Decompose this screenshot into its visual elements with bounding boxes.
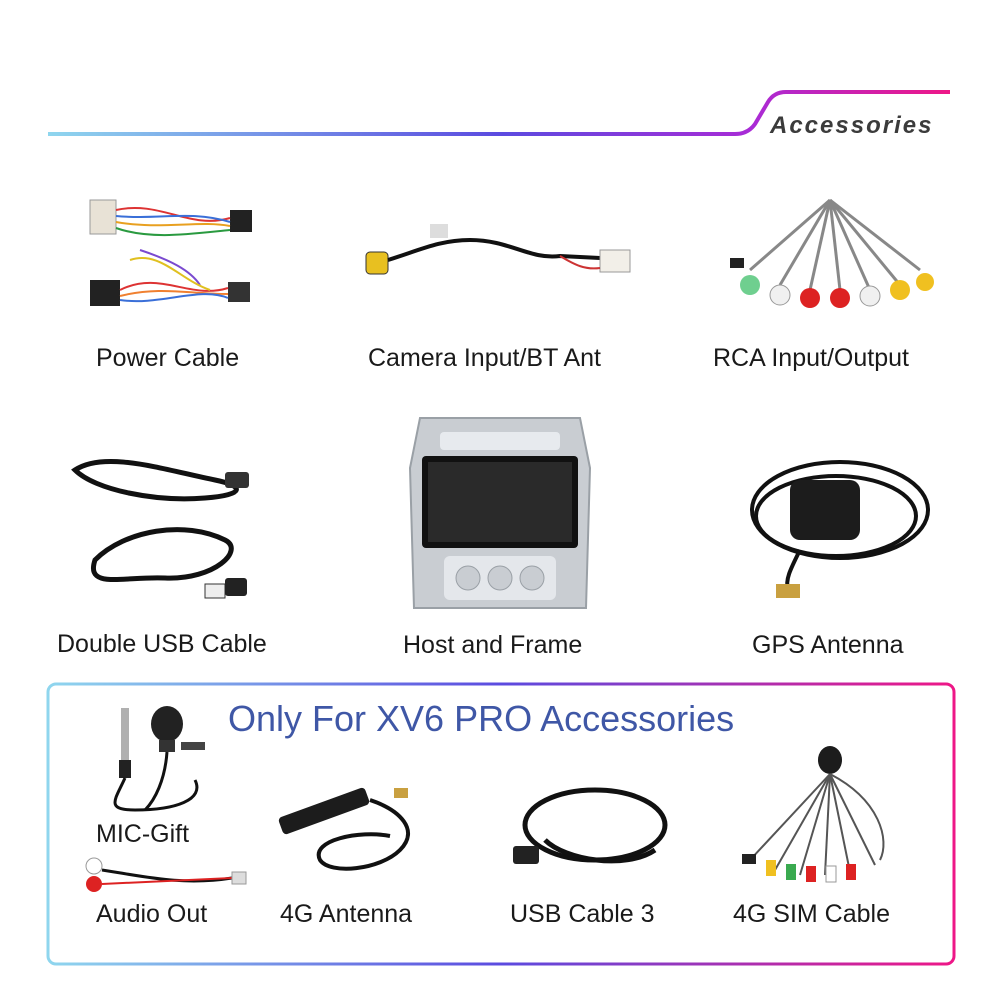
page-title: Accessories <box>770 112 934 139</box>
4g-antenna-image <box>278 787 411 871</box>
usb-cable-3-label: USB Cable 3 <box>510 900 655 928</box>
host-and-frame-image <box>408 417 592 609</box>
usb-cable-3-image <box>513 787 668 864</box>
double-usb-cable-image <box>71 458 249 599</box>
header-divider <box>48 90 950 136</box>
power-cable-label: Power Cable <box>96 344 240 372</box>
4g-antenna-label: 4G Antenna <box>280 900 413 928</box>
audio-out-cable-image <box>85 857 247 892</box>
pro-accessories-frame <box>46 682 956 966</box>
camera-input-cable-image <box>365 224 631 275</box>
rca-label: RCA Input/Output <box>713 344 909 372</box>
gps-antenna-label: GPS Antenna <box>752 631 904 659</box>
power-cable-image <box>89 199 252 306</box>
pro-section-title: Only For XV6 PRO Accessories <box>228 698 735 739</box>
camera-input-label: Camera Input/BT Ant <box>368 344 601 372</box>
4g-sim-cable-label: 4G SIM Cable <box>733 900 891 928</box>
4g-sim-cable-image <box>742 746 885 883</box>
mic-image <box>113 706 205 812</box>
host-and-frame-label: Host and Frame <box>403 631 583 659</box>
gps-antenna-image <box>750 460 930 598</box>
mic-gift-label: MIC-Gift <box>96 820 190 848</box>
audio-out-label: Audio Out <box>96 900 208 928</box>
double-usb-label: Double USB Cable <box>57 630 267 658</box>
rca-cable-image <box>730 198 934 308</box>
